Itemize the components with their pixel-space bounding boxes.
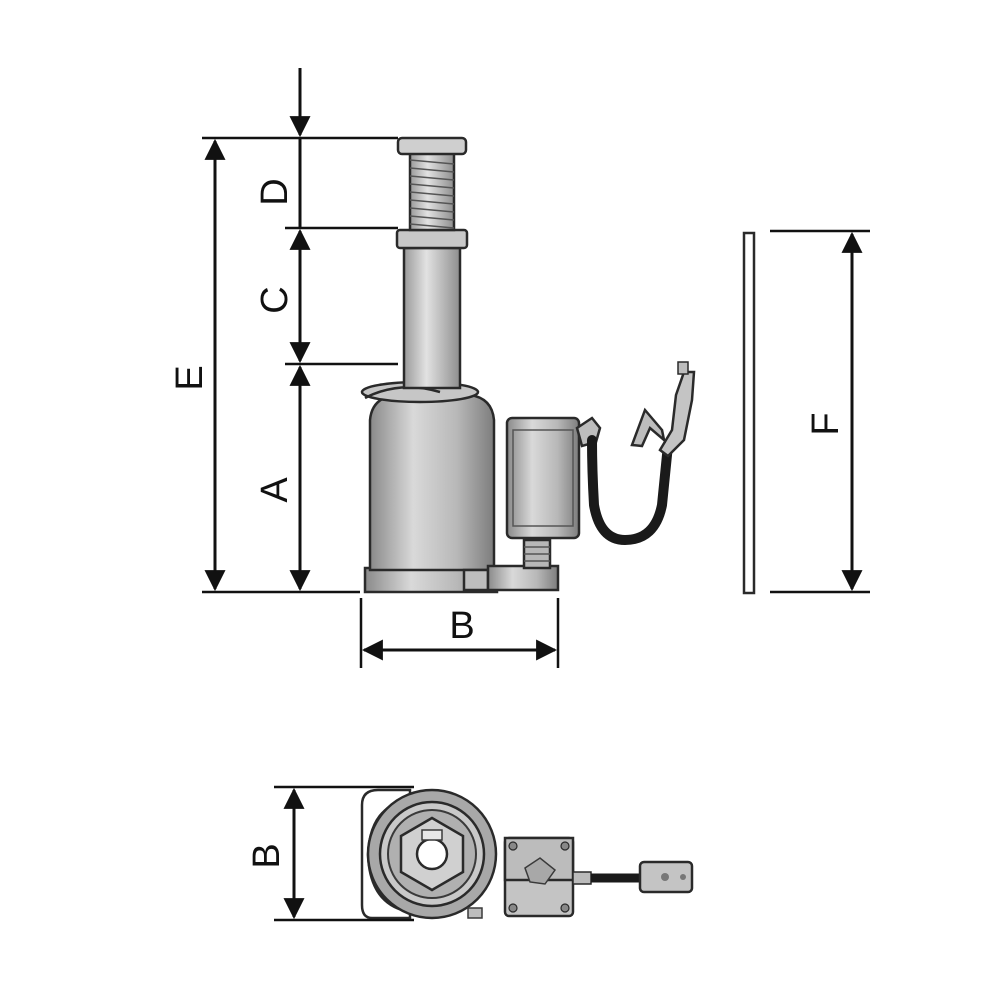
air-hose	[587, 435, 673, 546]
jack-cylinder	[368, 393, 496, 572]
jack-ram-collar	[395, 228, 469, 250]
jack-top-view	[360, 788, 694, 920]
label-a: A	[254, 477, 296, 503]
jack-ram	[402, 246, 462, 390]
release-valve-block	[462, 568, 490, 592]
top-dimensions: B	[246, 785, 414, 922]
control-lever	[630, 407, 666, 448]
top-hose-fitting	[572, 871, 592, 885]
jack-saddle	[396, 136, 468, 156]
label-b-top: B	[246, 843, 288, 868]
top-saddle-center	[415, 837, 449, 871]
jack-front-view	[360, 136, 696, 594]
screw-threads	[409, 159, 455, 229]
label-d: D	[254, 178, 296, 205]
control-handle	[658, 370, 696, 458]
pump-handle-view: F	[742, 229, 870, 595]
pump-handle-bar	[742, 231, 756, 595]
label-b-front: B	[449, 605, 474, 647]
jack-carry-handle	[364, 386, 441, 400]
air-motor	[505, 416, 581, 540]
label-f: F	[805, 412, 847, 435]
front-dimensions: E D C A B	[169, 68, 560, 668]
label-c: C	[254, 286, 296, 313]
connector-block	[486, 564, 560, 592]
label-e: E	[169, 365, 211, 390]
